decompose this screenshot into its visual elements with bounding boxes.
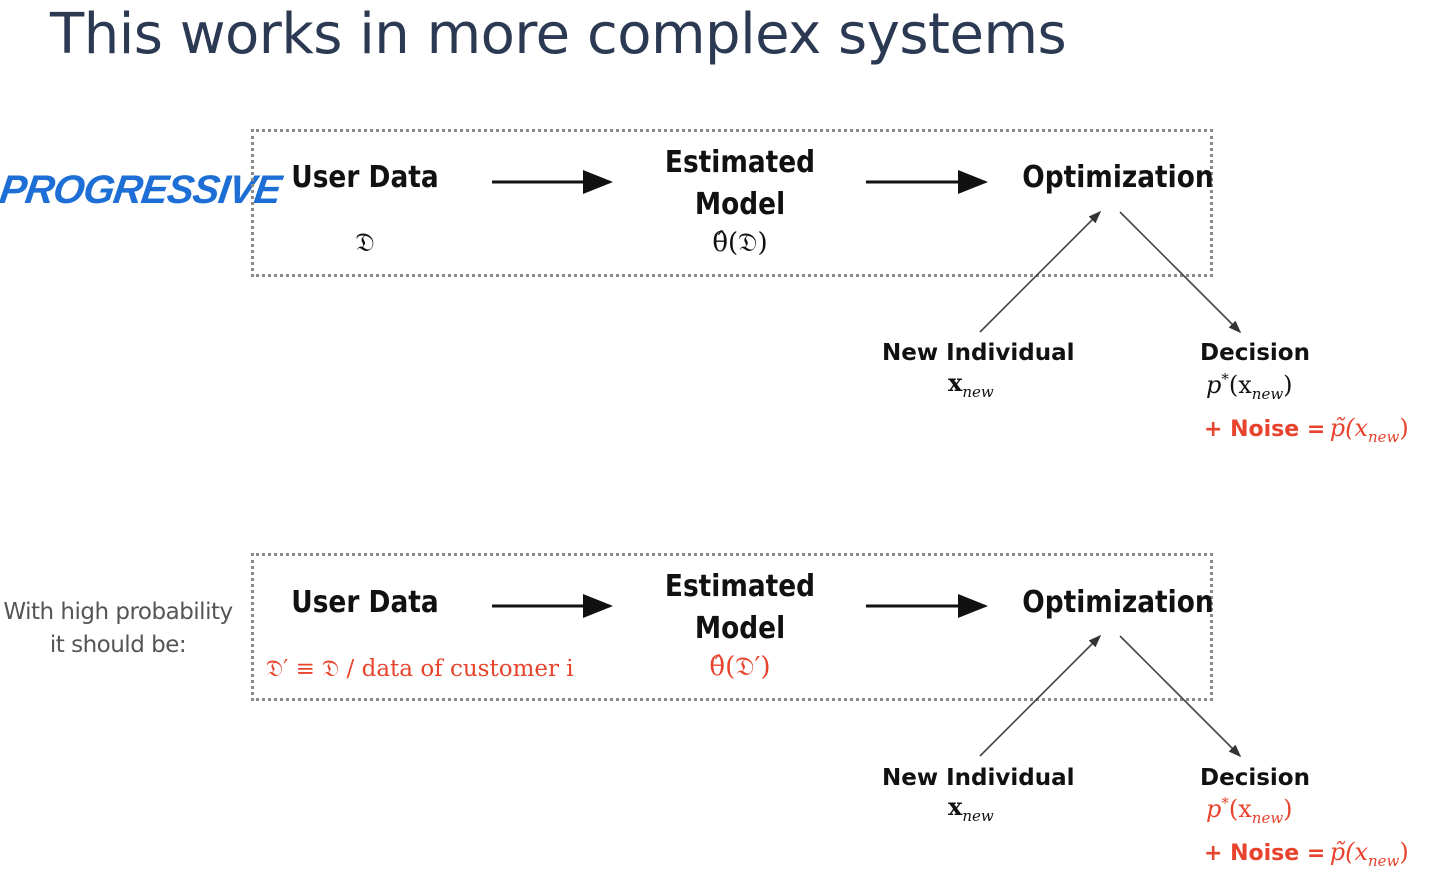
optimization-node-top: Optimization xyxy=(1022,160,1214,195)
arrow-newindividual-to-opt-bottom xyxy=(979,634,1102,757)
model-symbol-top: θ̂(𝔇) xyxy=(712,228,768,258)
model-line1-bottom: Estimated xyxy=(664,569,816,604)
page-title: This works in more complex systems xyxy=(50,2,1067,67)
model-line1-top: Estimated xyxy=(664,145,816,180)
arrow-opt-to-decision-bottom xyxy=(1119,635,1242,758)
x-new-bottom: xnew xyxy=(948,792,994,825)
decision-expr-bottom: p*(xnew) xyxy=(1206,794,1293,827)
decision-expr-top: p*(xnew) xyxy=(1206,370,1293,403)
new-individual-label-bottom: New Individual xyxy=(882,765,1075,791)
user-data-symbol-bottom: 𝔇′ ≡ 𝔇 / data of customer i xyxy=(266,656,574,682)
decision-label-bottom: Decision xyxy=(1200,765,1310,791)
estimated-model-node-top: Estimated Model xyxy=(652,142,828,226)
side-label-line2: it should be: xyxy=(49,632,187,658)
decision-label-top: Decision xyxy=(1200,340,1310,366)
pipeline-box-top xyxy=(251,129,1213,277)
noise-expr-bottom: + Noise = p̃(xnew) xyxy=(1204,838,1409,870)
noise-expr-top: + Noise = p̃(xnew) xyxy=(1204,414,1409,446)
model-symbol-bottom: θ̂(𝔇′) xyxy=(709,652,771,682)
arrow-newindividual-to-opt-top xyxy=(979,210,1102,333)
model-line2-bottom: Model xyxy=(694,611,786,646)
estimated-model-node-bottom: Estimated Model xyxy=(652,566,828,650)
user-data-symbol-top: 𝔇 xyxy=(355,228,375,258)
x-new-top: xnew xyxy=(948,368,994,401)
new-individual-label-top: New Individual xyxy=(882,340,1075,366)
side-label: With high probability it should be: xyxy=(0,596,236,662)
user-data-node-top: User Data xyxy=(291,160,439,195)
user-data-node-bottom: User Data xyxy=(291,585,439,620)
model-line2-top: Model xyxy=(694,187,786,222)
pipeline-box-bottom xyxy=(251,553,1213,701)
optimization-node-bottom: Optimization xyxy=(1022,585,1214,620)
side-label-line1: With high probability xyxy=(3,599,233,625)
arrow-opt-to-decision-top xyxy=(1119,211,1242,334)
